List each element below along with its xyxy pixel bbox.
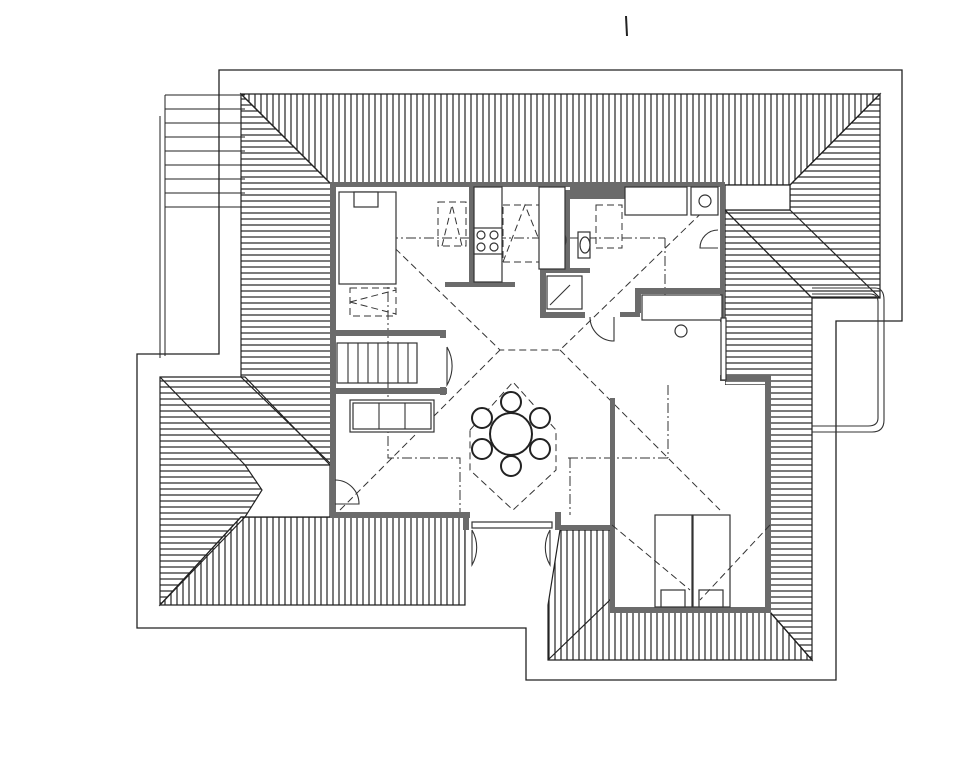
roof-top-band — [239, 93, 882, 186]
terrace-outline — [136, 69, 903, 681]
wardrobe — [437, 201, 467, 247]
kitchen — [473, 186, 567, 283]
roof — [158, 92, 882, 662]
storage — [641, 294, 727, 381]
bed-left — [338, 191, 397, 317]
railing-lines — [159, 94, 245, 358]
dormer-right-top — [724, 184, 791, 211]
dormer-left — [243, 464, 331, 518]
walls — [330, 182, 771, 613]
terrace-rail — [812, 287, 885, 433]
doors — [334, 229, 719, 568]
beds-right — [611, 514, 771, 608]
north-mark — [625, 15, 628, 37]
sofa — [349, 399, 435, 433]
stairs — [336, 342, 418, 384]
dining-table — [471, 391, 551, 477]
bathroom — [546, 186, 719, 310]
